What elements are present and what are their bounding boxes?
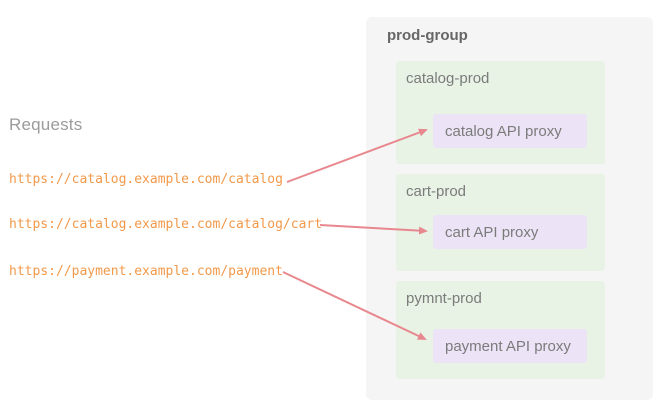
prod-group-panel: prod-group catalog-prod catalog API prox…: [366, 17, 653, 400]
proxy-label: payment API proxy: [445, 337, 571, 355]
environment-pymnt-prod: pymnt-prod payment API proxy: [396, 281, 605, 379]
prod-group-title: prod-group: [387, 27, 468, 44]
request-url-catalog: https://catalog.example.com/catalog: [9, 172, 283, 187]
proxy-box-catalog: catalog API proxy: [433, 114, 587, 148]
requests-heading: Requests: [9, 115, 83, 134]
proxy-label: cart API proxy: [445, 223, 539, 241]
environment-label: cart-prod: [406, 183, 467, 200]
environment-catalog-prod: catalog-prod catalog API proxy: [396, 61, 605, 164]
proxy-box-payment: payment API proxy: [433, 329, 587, 363]
proxy-label: catalog API proxy: [445, 122, 562, 140]
environment-cart-prod: cart-prod cart API proxy: [396, 174, 605, 271]
environment-label: catalog-prod: [406, 70, 490, 87]
request-url-payment: https://payment.example.com/payment: [9, 264, 283, 279]
request-url-catalog-cart: https://catalog.example.com/catalog/cart: [9, 217, 323, 232]
environment-label: pymnt-prod: [406, 290, 482, 307]
proxy-box-cart: cart API proxy: [433, 215, 587, 249]
